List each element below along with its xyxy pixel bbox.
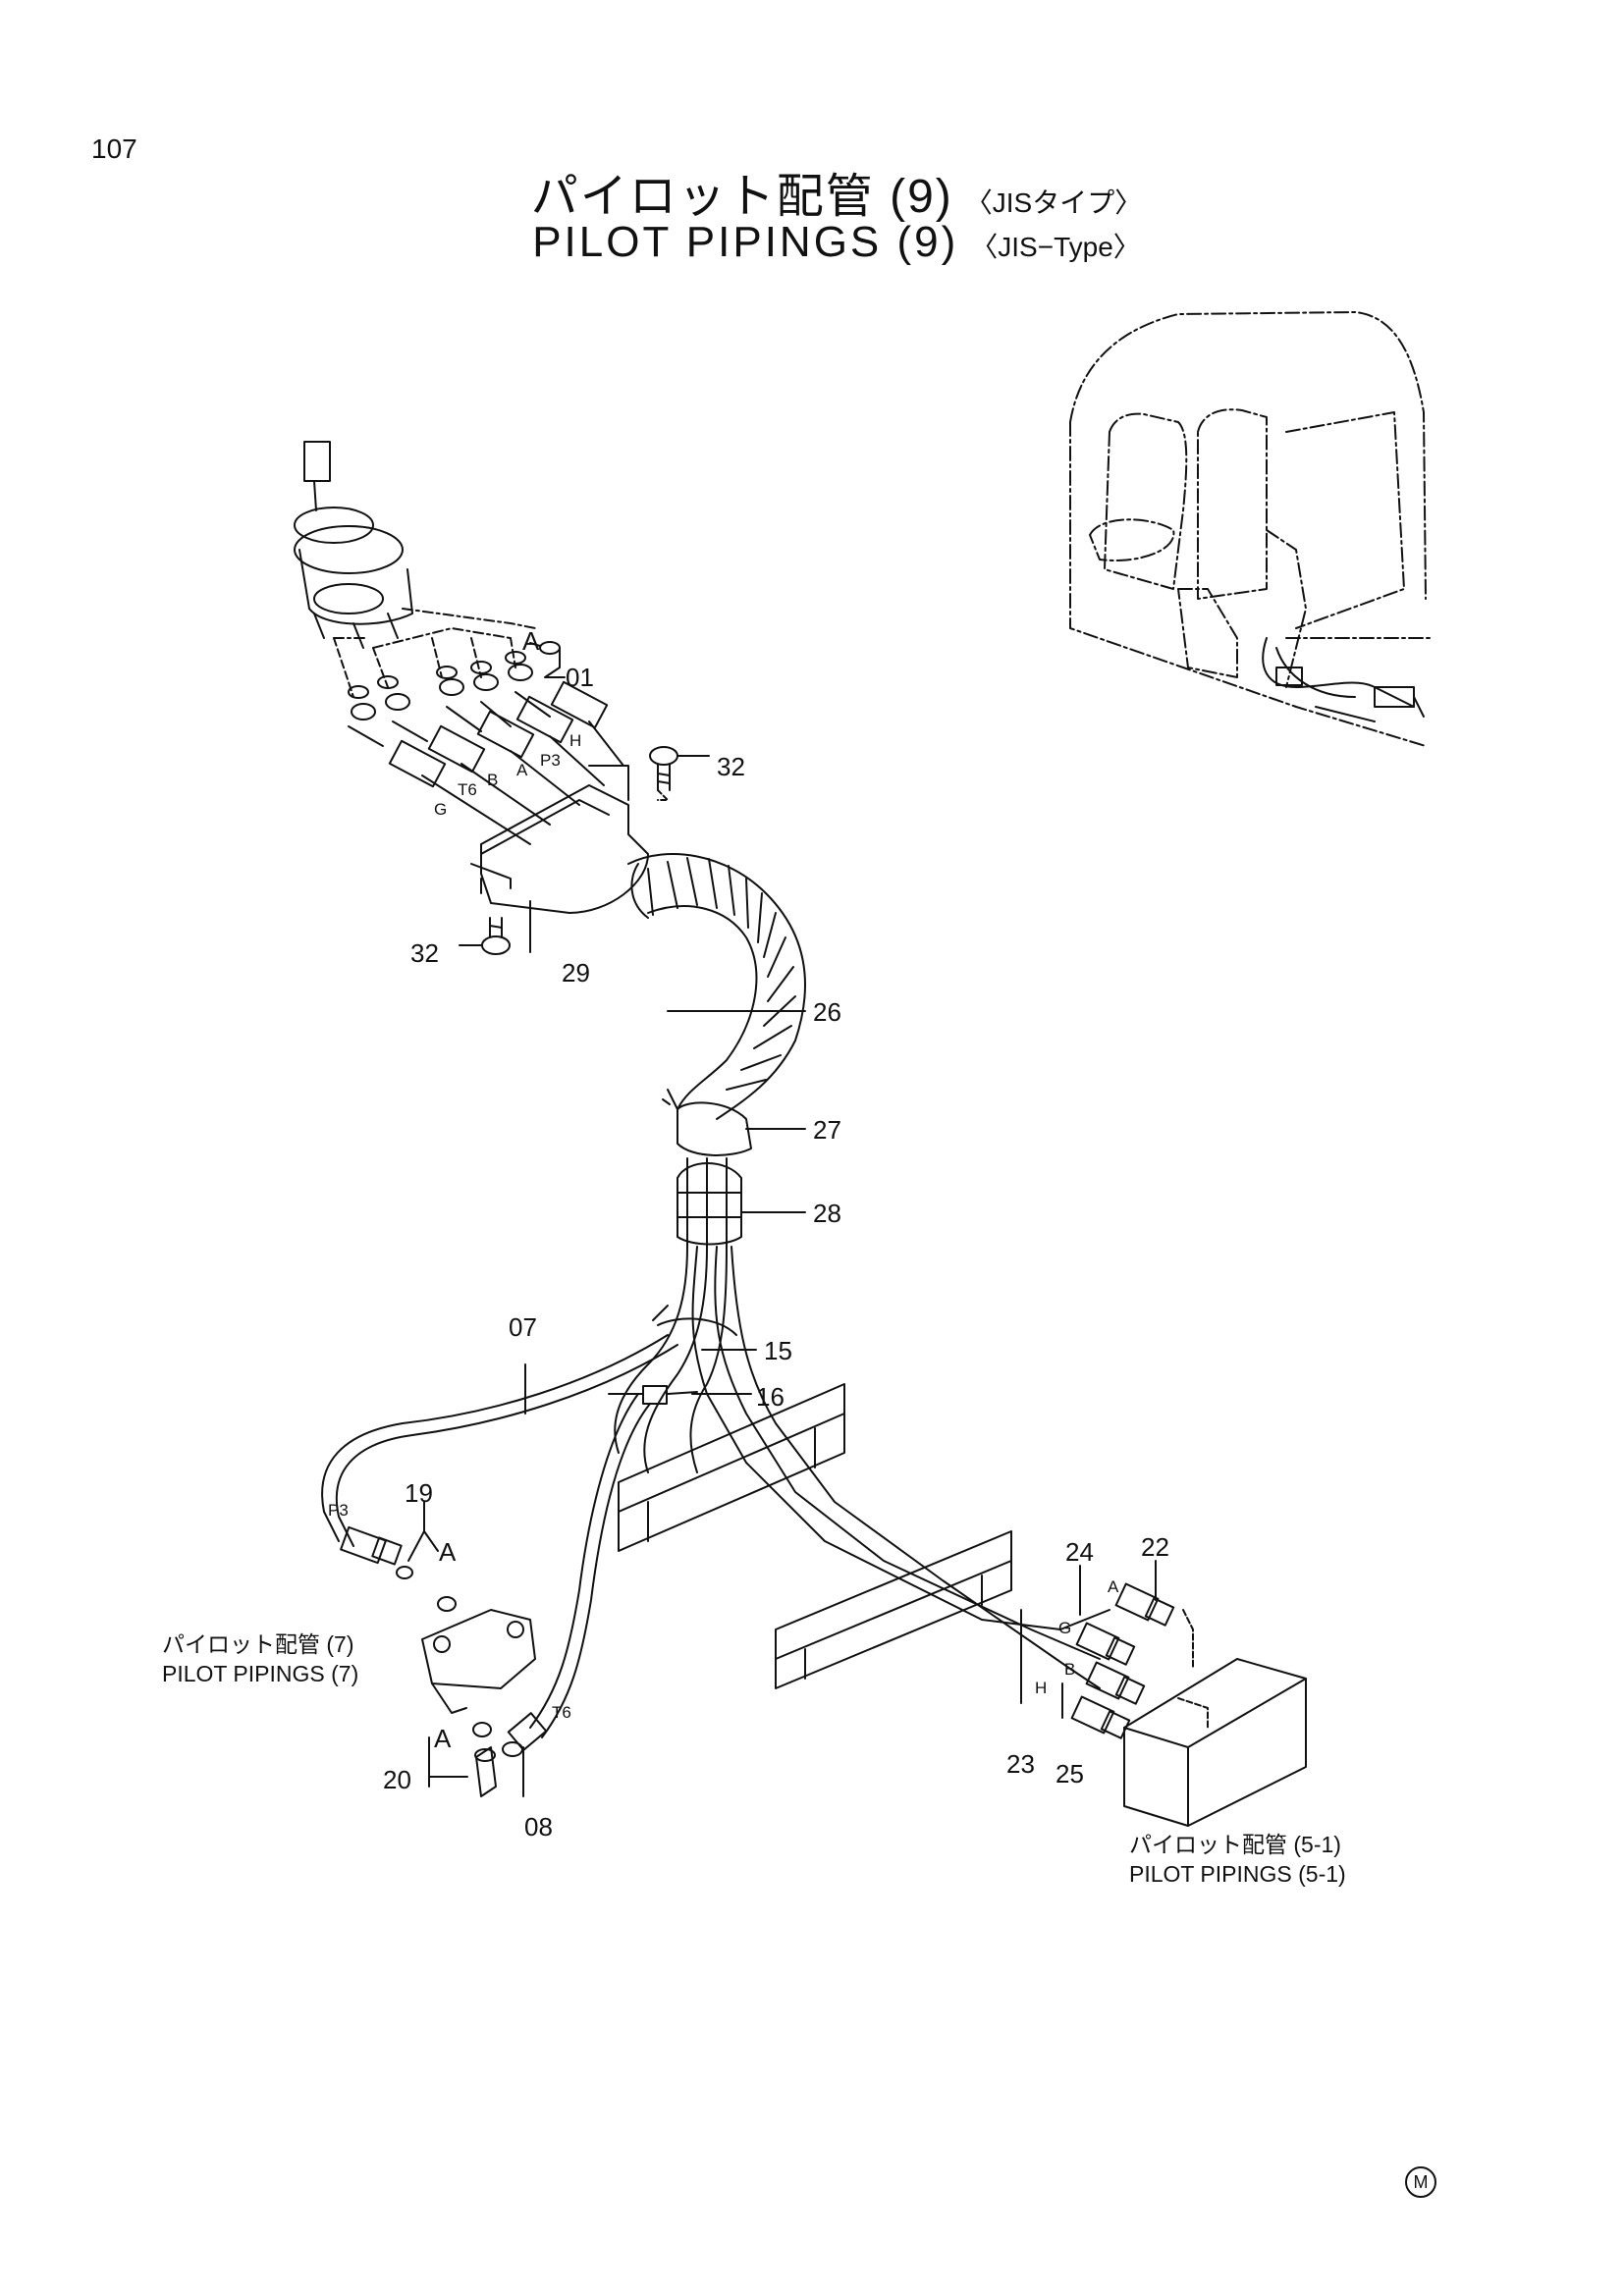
hose-07 (321, 1334, 678, 1547)
part-label-08: 08 (524, 1812, 553, 1842)
pipe-tag-p3-lower: P3 (328, 1501, 349, 1520)
reference-7-ja: パイロット配管 (7) (162, 1631, 354, 1657)
pilot-valve-7 (396, 1566, 536, 1797)
bolt-32-top (649, 746, 710, 801)
subtitle-en-text: 〈JIS−Type〉 (970, 232, 1141, 262)
part-label-28: 28 (813, 1199, 841, 1228)
pipe-tag-b-top: B (487, 771, 498, 789)
cab-illustration (1069, 311, 1435, 747)
part-label-22: 22 (1141, 1532, 1169, 1562)
pipe-tag-p3-top: P3 (540, 751, 561, 770)
part-label-23: 23 (1006, 1749, 1035, 1779)
bolt-32-bottom (459, 917, 511, 955)
part-label-01: 01 (566, 663, 594, 692)
part-label-16: 16 (756, 1382, 785, 1412)
part-label-32-top: 32 (717, 752, 745, 781)
part-labels: 01 32 32 29 26 27 28 07 15 16 19 20 08 2… (328, 626, 1169, 1842)
pilot-valve (294, 441, 536, 649)
bracket-29 (470, 765, 649, 914)
part-label-32-bottom: 32 (410, 938, 439, 968)
fitting-p3 (340, 1525, 403, 1566)
title-ja-text: パイロット配管 (9) (530, 171, 953, 223)
pipe-tag-h-right: H (1035, 1679, 1047, 1697)
detail-mark-a-19: A (439, 1537, 457, 1567)
pipe-tag-t6-lower: T6 (552, 1703, 571, 1722)
cab-harness (1262, 637, 1425, 722)
reference-5-1-ja: パイロット配管 (5-1) (1129, 1832, 1341, 1857)
title-en-text: PILOT PIPINGS (9) (532, 218, 959, 266)
band-15 (652, 1305, 737, 1336)
pipe-tag-h: H (569, 731, 581, 750)
fitting-group (333, 637, 561, 747)
reference-7-en: PILOT PIPINGS (7) (162, 1661, 359, 1686)
clamp-27 (662, 1089, 752, 1156)
reference-5-1-en: PILOT PIPINGS (5-1) (1129, 1861, 1346, 1887)
manual-mark-m: M (1405, 2166, 1436, 2198)
part-label-29: 29 (562, 958, 590, 988)
rail-lower (775, 1530, 1012, 1689)
valve-block (1123, 1609, 1307, 1827)
pipe-tag-b-right: B (1064, 1660, 1075, 1679)
pipe-tag-g-top: G (434, 800, 447, 819)
page-number: 107 (91, 133, 137, 164)
detail-mark-a-20: A (434, 1724, 452, 1753)
pipe-tag-a-right: A (1108, 1577, 1119, 1596)
reference-pilot-pipings-5-1: パイロット配管 (5-1) PILOT PIPINGS (5-1) (1129, 1830, 1346, 1889)
part-label-25: 25 (1056, 1759, 1084, 1789)
fitting-t6 (502, 1712, 548, 1757)
corrugated-hose (627, 853, 806, 1120)
rail-upper (618, 1383, 845, 1552)
pipe-tag-g-right: G (1058, 1619, 1071, 1637)
part-label-07: 07 (509, 1312, 537, 1342)
right-fittings (1070, 1582, 1175, 1739)
leader-lines (407, 642, 1157, 1797)
subtitle-ja-text: 〈JISタイプ〉 (964, 187, 1143, 218)
part-label-26: 26 (813, 997, 841, 1027)
hose-08 (529, 1393, 651, 1738)
part-label-27: 27 (813, 1115, 841, 1145)
title-japanese: パイロット配管 (9) 〈JISタイプ〉 (0, 157, 1624, 226)
part-label-24: 24 (1065, 1537, 1094, 1567)
reference-pilot-pipings-7: パイロット配管 (7) PILOT PIPINGS (7) (162, 1629, 358, 1688)
part-label-15: 15 (764, 1336, 792, 1365)
title-english: PILOT PIPINGS (9) 〈JIS−Type〉 (0, 218, 1624, 267)
hose-ends (388, 680, 624, 845)
pipe-tag-t6-top: T6 (458, 780, 477, 799)
detail-mark-a-top: A (522, 626, 540, 656)
part-label-20: 20 (383, 1765, 411, 1794)
hose-bundle (614, 1157, 1110, 1689)
part-label-19: 19 (405, 1478, 433, 1508)
pipe-tag-a-top: A (516, 761, 528, 779)
